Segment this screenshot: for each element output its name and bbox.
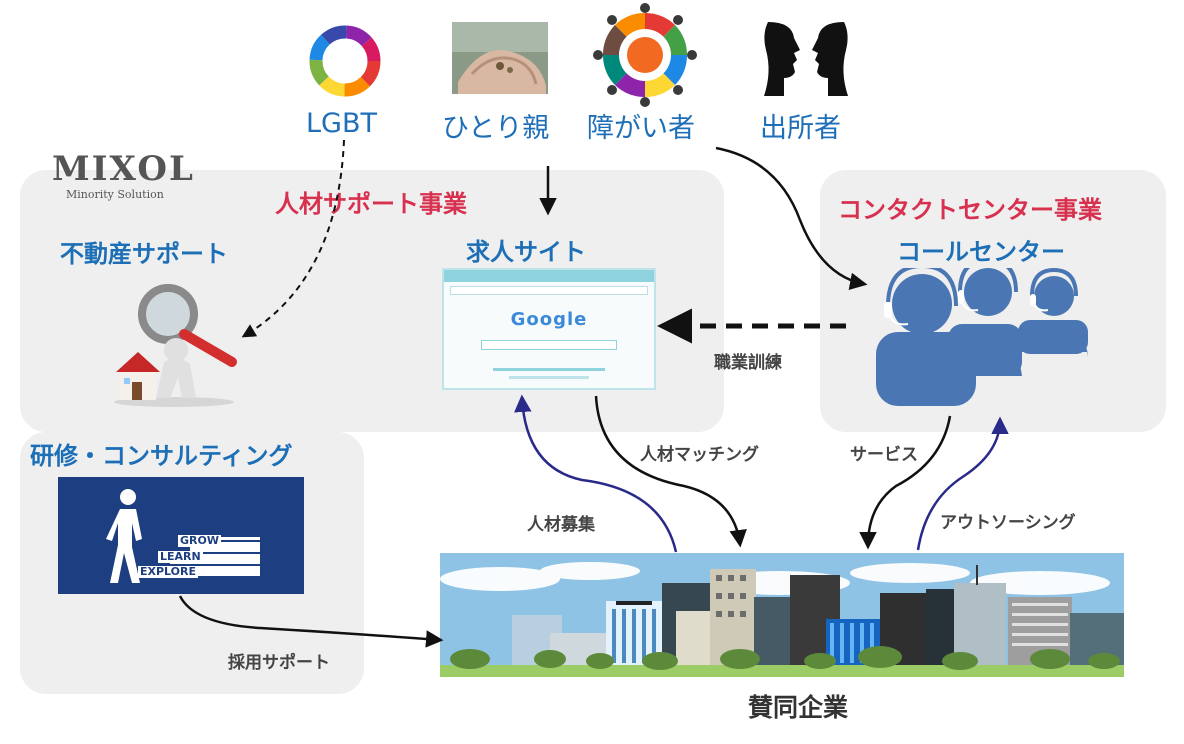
- flow-label-outsourcing: アウトソーシング: [940, 513, 1076, 533]
- sign-word-learn: LEARN: [158, 550, 203, 563]
- browser-window: Google: [442, 268, 656, 390]
- group-label-single-parent: ひとり親: [442, 113, 550, 144]
- arrow-disabled-to-call-center: [715, 146, 868, 290]
- flow-label-talent-matching: 人材マッチング: [640, 445, 759, 465]
- job-site-label: 求人サイト: [466, 238, 586, 266]
- search-input[interactable]: [481, 340, 617, 350]
- browser-address-bar: [450, 286, 648, 295]
- real-estate-support-label: 不動産サポート: [60, 240, 228, 268]
- call-center-label: コールセンター: [897, 238, 1065, 266]
- flow-label-vocational-training: 職業訓練: [714, 353, 782, 373]
- flow-label-service: サービス: [850, 445, 918, 465]
- magnifier-house-illustration: [114, 284, 237, 407]
- sign-word-explore: EXPLORE: [138, 565, 199, 578]
- grow-learn-explore-sign: GROW LEARN EXPLORE: [58, 477, 304, 594]
- group-label-ex-offender: 出所者: [760, 113, 841, 144]
- hr-support-title: 人材サポート事業: [275, 190, 467, 218]
- flow-label-recruitment: 人材募集: [527, 515, 595, 535]
- search-logo: Google: [510, 309, 588, 330]
- group-label-lgbt: LGBT: [306, 108, 377, 139]
- rainbow-ring-icon: [309, 25, 381, 97]
- logo-tagline: Minority Solution: [66, 188, 164, 201]
- city-skyline-illustration: [440, 553, 1124, 677]
- companies-label: 賛同企業: [748, 693, 849, 722]
- training-consulting-title: 研修・コンサルティング: [30, 442, 293, 470]
- sign-word-grow: GROW: [178, 534, 221, 547]
- arrow-hiring-support: [178, 595, 444, 648]
- result-line: [509, 376, 589, 379]
- hands-photo-icon: [452, 22, 548, 94]
- faces-silhouette-icon: [764, 22, 848, 96]
- arrow-recruitment: [514, 394, 678, 553]
- call-center-operators-icon: [876, 268, 1088, 406]
- browser-top-bar: [444, 270, 654, 282]
- logo-name: MIXOL: [52, 149, 195, 189]
- arrow-outsourcing: [916, 416, 1009, 551]
- contact-center-title: コンタクトセンター事業: [838, 196, 1102, 224]
- diversity-circle-icon: [593, 3, 697, 107]
- arrow-lgbt-to-real-estate: [241, 139, 345, 338]
- walking-person-icon: [106, 489, 142, 583]
- mixol-logo: MIXOL Minority Solution: [52, 149, 195, 201]
- flow-label-hiring-support: 採用サポート: [228, 653, 330, 673]
- arrow-service: [859, 415, 952, 550]
- stairs-shape: [150, 537, 260, 576]
- group-label-disabled: 障がい者: [587, 113, 695, 144]
- result-line: [493, 368, 605, 371]
- arrow-talent-matching: [594, 395, 747, 548]
